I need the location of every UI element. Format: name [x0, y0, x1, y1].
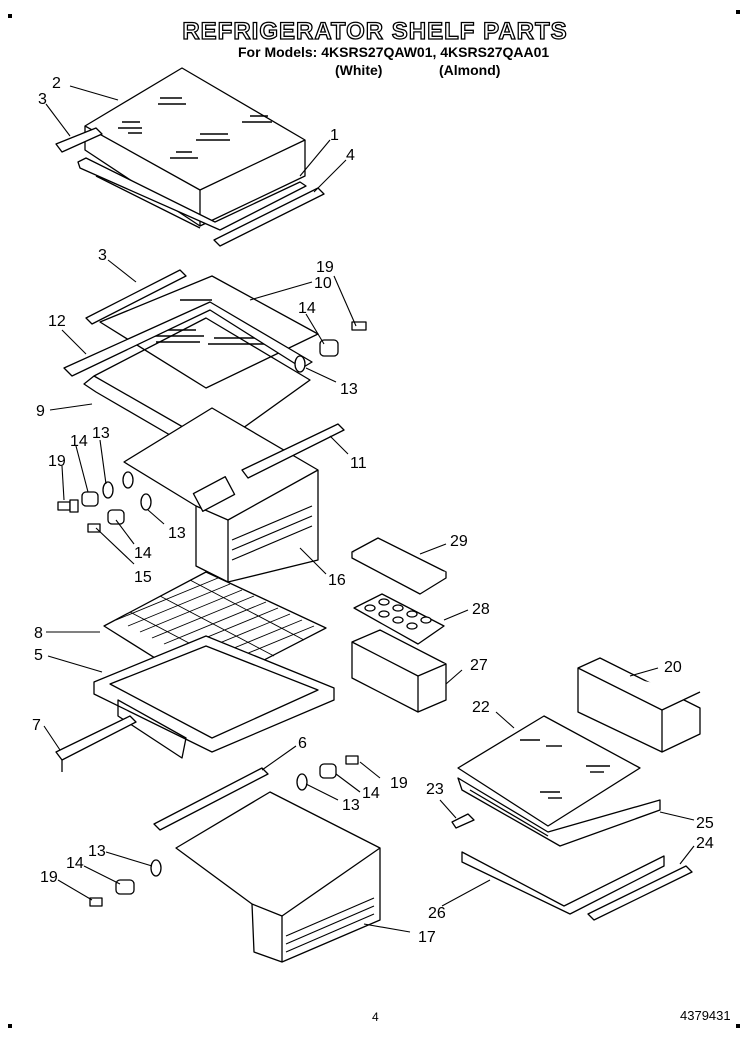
middle-shelf-assembly	[63, 269, 345, 583]
crisper-drawer-17	[175, 791, 381, 963]
callout-19: 19	[390, 775, 408, 792]
callout-4: 4	[346, 147, 355, 164]
dairy-bin-27	[351, 629, 447, 713]
washer-13a	[102, 481, 114, 499]
corner-marks	[8, 10, 740, 1028]
top-shelf-assembly	[55, 67, 325, 247]
washer-13c	[294, 355, 306, 373]
document-number: 4379431	[680, 1008, 731, 1023]
callout-11: 11	[350, 455, 367, 472]
callout-24: 24	[696, 835, 714, 852]
callout-14: 14	[298, 300, 316, 317]
callout-23: 23	[426, 781, 444, 798]
trim-strip-11	[241, 423, 345, 479]
callout-27: 27	[470, 657, 488, 674]
callout-20: 20	[664, 659, 682, 676]
callout-16: 16	[328, 572, 346, 589]
bushing-14c	[319, 339, 339, 357]
callout-13: 13	[92, 425, 110, 442]
color-white-label: (White)	[335, 62, 383, 78]
washer-13d	[296, 773, 308, 791]
right-shelf-assembly	[451, 715, 693, 921]
callout-13: 13	[168, 525, 186, 542]
trim-strip-6	[153, 767, 269, 831]
leader-lines	[43, 85, 695, 933]
bushing-14a	[81, 491, 99, 507]
callout-14: 14	[66, 855, 84, 872]
shelf-bracket-26	[461, 851, 665, 915]
bushing-14b	[107, 509, 125, 525]
callout-3: 3	[38, 91, 47, 108]
callout-12: 12	[48, 313, 66, 330]
callout-14: 14	[70, 433, 88, 450]
trim-strip-4	[213, 187, 325, 247]
bushing-14e	[115, 879, 135, 895]
shelf-frame-5	[93, 635, 335, 753]
callout-19: 19	[48, 453, 66, 470]
shelf-frame-1	[77, 157, 307, 231]
model-numbers: For Models: 4KSRS27QAW01, 4KSRS27QAA01	[238, 44, 550, 60]
callout-19: 19	[316, 259, 334, 276]
callout-7: 7	[32, 717, 41, 734]
page-number: 4	[372, 1010, 379, 1024]
washer-13b	[140, 493, 152, 511]
callout-19: 19	[40, 869, 58, 886]
screw-19c	[351, 321, 367, 331]
callout-28: 28	[472, 601, 490, 618]
callout-1: 1	[330, 127, 339, 144]
glass-shelf-10	[99, 275, 319, 389]
shelf-frame-25	[457, 777, 661, 847]
callout-labels: 2 3 1 4 3 10 19 12 14 13 9 14 13 11 19 1…	[32, 75, 714, 946]
callout-22: 22	[472, 699, 490, 716]
bottom-drawer-assembly	[153, 767, 381, 963]
color-almond-label: (Almond)	[439, 62, 501, 78]
door-bin-20	[577, 657, 701, 753]
callout-5: 5	[34, 647, 43, 664]
callout-3: 3	[98, 247, 107, 264]
callout-17: 17	[418, 929, 436, 946]
screw-19b	[87, 523, 101, 533]
bushing-14d	[319, 763, 337, 779]
screw-19a	[57, 501, 71, 511]
callout-29: 29	[450, 533, 468, 550]
callout-26: 26	[428, 905, 446, 922]
callout-14: 14	[134, 545, 152, 562]
page-title: REFRIGERATOR SHELF PARTS	[182, 17, 568, 45]
callout-8: 8	[34, 625, 43, 642]
callout-13: 13	[342, 797, 360, 814]
callout-14: 14	[362, 785, 380, 802]
callout-13: 13	[88, 843, 106, 860]
washer-13e	[150, 859, 162, 877]
wire-shelf-assembly	[55, 571, 335, 772]
callout-25: 25	[696, 815, 714, 832]
callout-13: 13	[340, 381, 358, 398]
hardware-left	[57, 321, 367, 533]
callout-6: 6	[298, 735, 307, 752]
callout-15: 15	[134, 569, 152, 586]
screw-19e	[89, 897, 103, 907]
trim-strip-3-top	[55, 127, 103, 153]
callout-9: 9	[36, 403, 45, 420]
trim-strip-7	[55, 715, 137, 761]
dairy-compartment	[351, 537, 447, 713]
screw-19d	[345, 755, 359, 765]
trim-strip-24	[587, 865, 693, 921]
glass-shelf-22	[457, 715, 641, 827]
trim-strip-23	[451, 813, 475, 829]
callout-2: 2	[52, 75, 61, 92]
trim-strip-3-mid	[85, 269, 187, 325]
hardware-bottom	[89, 755, 359, 907]
callout-10: 10	[314, 275, 332, 292]
